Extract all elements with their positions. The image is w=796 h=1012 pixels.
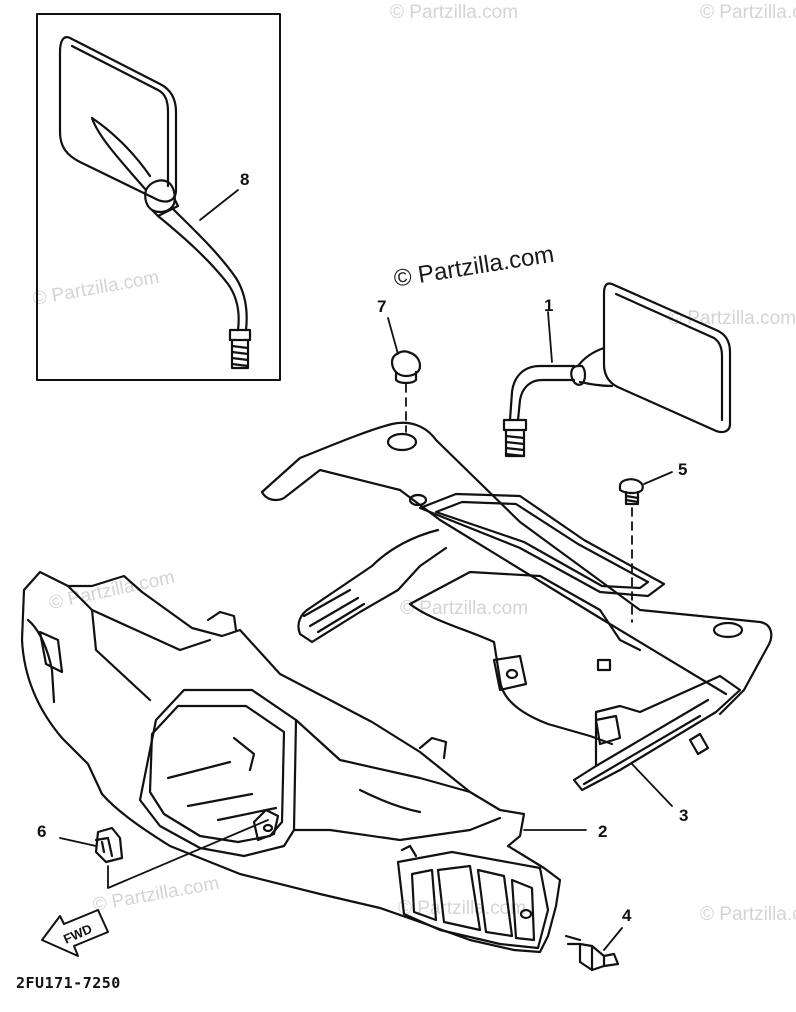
link-6 <box>107 819 269 889</box>
leader-1 <box>547 311 553 363</box>
screw-part-5 <box>618 478 644 506</box>
cap-part-7 <box>390 350 422 385</box>
callout-1: 1 <box>544 296 554 315</box>
leader-3 <box>631 763 673 807</box>
watermark-faint: © Partzilla.com <box>390 2 519 23</box>
bolt-part-4 <box>564 934 620 972</box>
mirror-right-drawing <box>502 282 732 458</box>
callout-3: 3 <box>679 806 689 825</box>
fwd-arrow <box>41 909 109 957</box>
drawing-code: 2FU171-7250 <box>16 974 121 992</box>
callout-6: 6 <box>37 822 47 841</box>
callout-2: 2 <box>598 822 608 841</box>
callout-5: 5 <box>678 460 688 479</box>
watermark-faint: © Partzilla.com <box>400 598 529 619</box>
watermark-faint: © Partzilla.com <box>700 904 796 925</box>
callout-8: 8 <box>240 170 250 189</box>
leader-4 <box>603 927 623 951</box>
leader-7 <box>387 317 399 355</box>
watermark-faint: © Partzilla.com <box>700 2 796 23</box>
callout-7: 7 <box>377 297 387 316</box>
leader-5 <box>643 471 673 485</box>
leader-6 <box>59 837 97 847</box>
clip-part-6 <box>94 826 124 864</box>
watermark-faint: © Partzilla.com <box>398 898 527 919</box>
leader-8 <box>199 189 239 221</box>
cowling-part-2 <box>20 570 562 954</box>
mirror-left-drawing <box>58 36 252 370</box>
inset-frame <box>36 13 281 381</box>
callout-4: 4 <box>622 906 632 925</box>
fwd-label: FWD <box>61 921 94 947</box>
inner-bracket-part-3 <box>260 421 773 792</box>
